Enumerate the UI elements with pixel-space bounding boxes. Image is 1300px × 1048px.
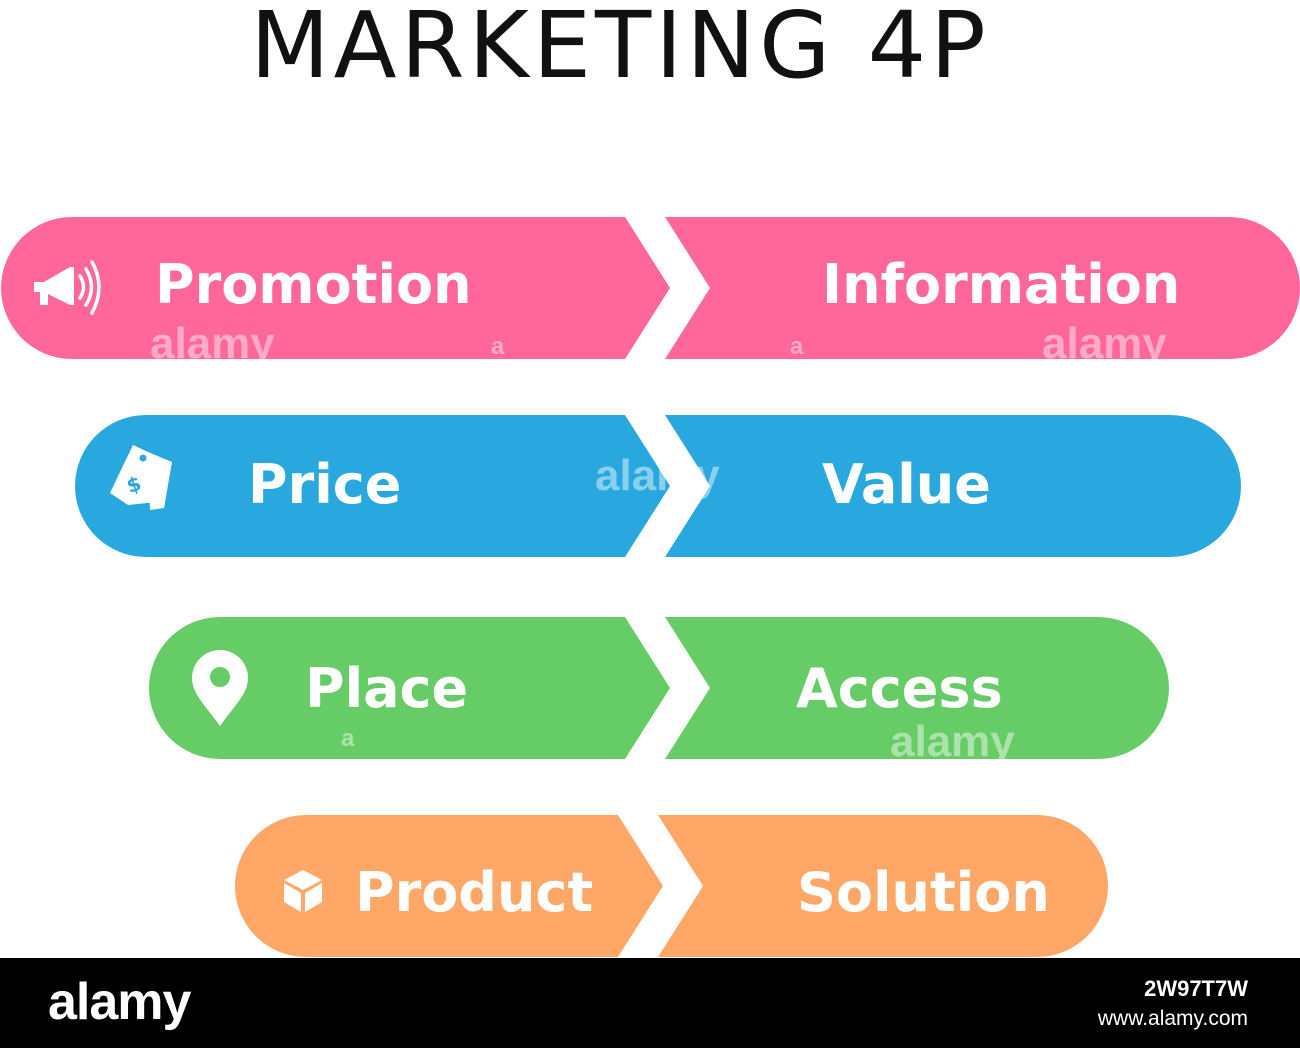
row-right-label: Information [822,253,1180,316]
megaphone-icon [34,260,101,315]
stock-footer: alamy 2W97T7W www.alamy.com [0,958,1300,1048]
right-segment [665,217,1300,359]
watermark-mark: a [790,333,804,360]
watermark-text: alamy [890,717,1015,766]
row-left-label: Place [305,657,468,720]
right-segment [665,617,1169,759]
left-segment [75,415,670,557]
diagram-title: MARKETING 4P [250,0,990,99]
watermark-layer: alamy alamy alamy alamy a a a [150,319,1167,766]
left-segment [149,617,670,759]
left-segment [235,815,663,957]
row-promotion: Promotion Information [1,217,1300,359]
row-right-label: Value [822,453,991,516]
row-price: $ Price Value [75,415,1241,557]
row-left-label: Promotion [155,253,472,316]
image-id: 2W97T7W [1144,976,1248,1001]
alamy-logo: alamy [48,973,191,1031]
box-icon [284,870,322,912]
row-left-label: Price [248,453,401,516]
watermark-mark: a [491,333,505,360]
marketing-4p-diagram: Promotion Information $ Price Value Plac… [1,217,1300,957]
right-segment [658,815,1108,957]
watermark-text: alamy [1042,319,1167,368]
location-pin-icon [192,650,248,726]
right-segment [665,415,1241,557]
row-left-label: Product [355,861,593,924]
row-product: Product Solution [235,815,1108,957]
footer-url: www.alamy.com [1097,1007,1248,1030]
row-place: Place Access [149,617,1169,759]
watermark-text: alamy [150,319,275,368]
watermark-text: alamy [595,451,720,500]
row-right-label: Access [796,657,1003,720]
price-tag-icon: $ [110,445,172,510]
row-right-label: Solution [797,861,1050,924]
watermark-mark: a [341,725,355,752]
left-segment [1,217,670,359]
